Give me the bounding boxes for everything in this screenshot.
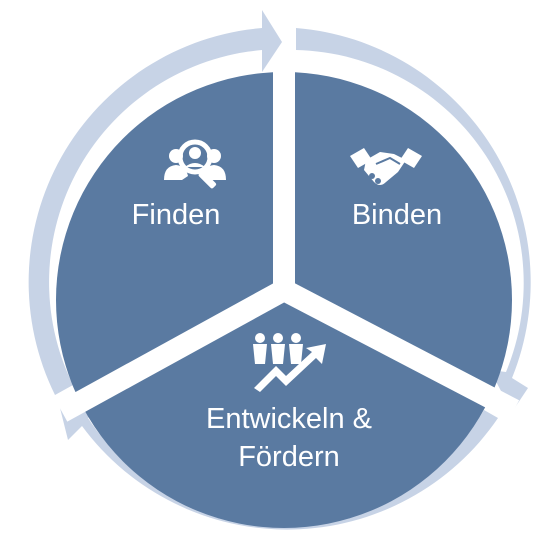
ring-arrow-bottom (60, 406, 498, 530)
divider-left (56, 280, 290, 422)
label-entwickeln: Entwickeln & (206, 403, 372, 435)
team-growth-icon (253, 333, 326, 392)
handshake-icon (350, 148, 422, 185)
label-finden: Finden (132, 199, 221, 231)
label-foerdern: Fördern (238, 441, 340, 473)
segment-labels: Finden Binden Entwickeln & Fördern (132, 199, 442, 473)
ring-arrow-top-left (28, 10, 283, 395)
ring-arrows (28, 10, 531, 530)
divider-right (278, 280, 520, 420)
search-people-icon (164, 139, 226, 189)
segment-dividers (56, 58, 520, 422)
ring-arrow-right (296, 28, 531, 412)
label-binden: Binden (352, 199, 442, 231)
